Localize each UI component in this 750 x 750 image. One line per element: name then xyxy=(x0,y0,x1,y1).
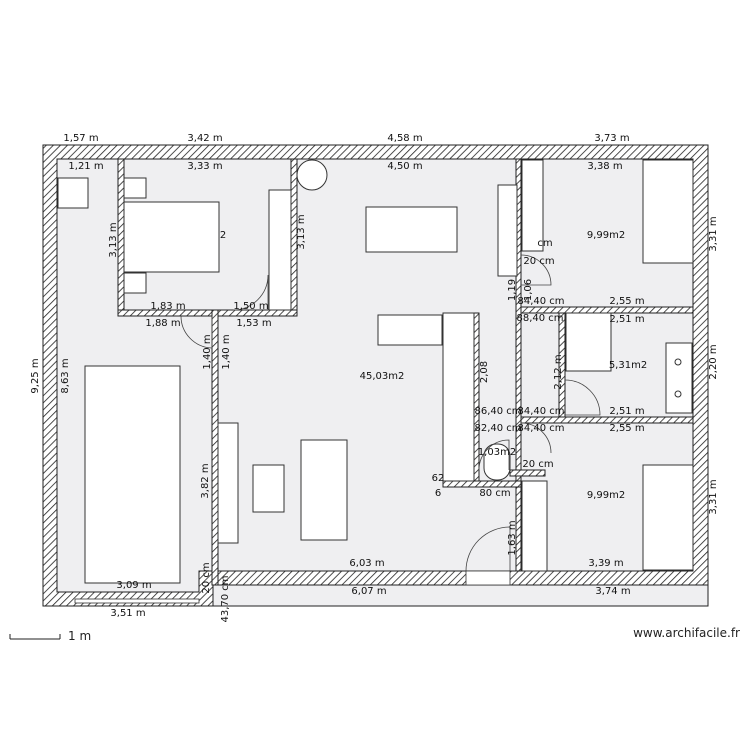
dim-bottom-1: 3,51 m xyxy=(110,608,145,619)
dim-bath-top-inner: 2,51 m xyxy=(609,314,644,325)
dim-corr-a: 1,19 xyxy=(507,279,518,301)
nightstand-1 xyxy=(123,177,147,199)
dim-bed3-bottom: 3,39 m xyxy=(588,558,623,569)
dim-corr-h: 1,63 m xyxy=(507,520,518,555)
washbasin xyxy=(565,312,612,372)
nightstand-2 xyxy=(123,272,147,294)
dim-bed2-right: 3,31 m xyxy=(708,216,719,251)
dim-bath-bottom-inner: 2,51 m xyxy=(609,406,644,417)
toilet xyxy=(483,443,511,481)
wardrobe-1 xyxy=(268,189,292,311)
dim-bath-top: 2,55 m xyxy=(609,296,644,307)
site-credit: www.archifacile.fr xyxy=(633,626,740,640)
dim-bath-door-b: 88,40 cm xyxy=(516,313,563,324)
furniture xyxy=(57,159,694,584)
interior-walls xyxy=(117,158,694,586)
dim-bottom-2: 43,70 cm xyxy=(220,575,231,622)
dim-bed1-top: 3,33 m xyxy=(187,161,222,172)
area-living: 45,03m2 xyxy=(360,371,405,382)
dim-corr-g: 20 cm xyxy=(522,459,553,470)
dim-corr-e: 86,40 cm xyxy=(474,406,521,417)
dim-wc-a: 62 xyxy=(432,473,445,484)
dim-living-wall: 3,82 m xyxy=(200,463,211,498)
dim-corr-c: 1,06 xyxy=(523,279,534,301)
bed-2 xyxy=(642,159,694,264)
dim-corr-b: 20 cm xyxy=(523,256,554,267)
kitchen-counter xyxy=(442,312,475,482)
coffee-table xyxy=(252,464,285,513)
dim-wc-c: 80 cm xyxy=(479,488,510,499)
dim-bath-left: 2,12 m xyxy=(553,354,564,389)
dim-corr-d: 2,08 xyxy=(479,361,490,383)
dim-hall-v1: 1,40 m xyxy=(202,334,213,369)
dim-hall-a: 1,88 m xyxy=(145,318,180,329)
dim-bed1-bottom-a: 1,83 m xyxy=(150,301,185,312)
dim-hall-b: 1,53 m xyxy=(236,318,271,329)
dim-closet-label: cm xyxy=(537,238,552,249)
dim-living-top: 4,50 m xyxy=(387,161,422,172)
room-areas: 2 45,03m2 9,99m2 5,31m2 9,99m2 1,03m2 xyxy=(220,230,647,501)
dim-wc-b: 6 xyxy=(435,488,441,499)
sofa xyxy=(217,422,239,544)
table xyxy=(365,206,458,253)
dim-top-4: 3,73 m xyxy=(594,133,629,144)
kitchen-block xyxy=(377,314,443,346)
wardrobe-2 xyxy=(497,184,518,277)
dim-bed1-left: 3,13 m xyxy=(108,222,119,257)
area-wc: 1,03m2 xyxy=(478,447,516,458)
dim-garage-door-gap: 20 cm xyxy=(201,562,212,593)
dim-corr-f: 82,40 cm xyxy=(474,423,521,434)
exterior-dimensions: 1,57 m 3,42 m 4,58 m 3,73 m 3,51 m 6,07 … xyxy=(30,133,631,623)
dim-top-2: 3,42 m xyxy=(187,133,222,144)
closet-2 xyxy=(521,159,544,252)
dim-bed1-right: 3,13 m xyxy=(296,214,307,249)
dim-top-3: 4,58 m xyxy=(387,133,422,144)
scale-bar: 1 m xyxy=(9,629,91,643)
interior-dimensions: 1,21 m 3,33 m 4,50 m 3,38 m 3,13 m 3,13 … xyxy=(60,161,719,594)
dim-bath-bottom: 2,55 m xyxy=(609,423,644,434)
scale-label: 1 m xyxy=(68,629,91,643)
area-bed3: 9,99m2 xyxy=(587,490,625,501)
dim-bed2-top: 3,38 m xyxy=(587,161,622,172)
area-bed1: 2 xyxy=(220,230,226,241)
dim-garage-bottom: 3,09 m xyxy=(116,580,151,591)
dim-bottom-4: 3,74 m xyxy=(595,586,630,597)
area-bath: 5,31m2 xyxy=(609,360,647,371)
doors xyxy=(74,254,601,604)
dim-living-bottom: 6,03 m xyxy=(349,558,384,569)
dim-bath-door-d: 84,40 cm xyxy=(517,423,564,434)
area-bed2: 9,99m2 xyxy=(587,230,625,241)
dining-table xyxy=(300,439,348,541)
bed-3 xyxy=(642,464,694,571)
dim-garage-height: 8,63 m xyxy=(60,358,71,393)
dim-garage-top: 1,21 m xyxy=(68,161,103,172)
dim-bath-right: 2,20 m xyxy=(708,344,719,379)
dim-left: 9,25 m xyxy=(30,358,41,393)
dim-hall-v2: 1,40 m xyxy=(221,334,232,369)
bed-1 xyxy=(123,201,220,273)
dim-bottom-3: 6,07 m xyxy=(351,586,386,597)
dim-bed1-bottom-b: 1,50 m xyxy=(233,301,268,312)
dim-top-1: 1,57 m xyxy=(63,133,98,144)
dim-bed3-right: 3,31 m xyxy=(708,479,719,514)
dim-bath-door-c: 84,40 cm xyxy=(517,406,564,417)
dim-bath-door-a: 84,40 cm xyxy=(517,296,564,307)
bathtub xyxy=(665,342,693,414)
garage-cabinet xyxy=(57,177,89,209)
round-fixture xyxy=(296,159,328,191)
closet-3 xyxy=(521,480,548,572)
garage-car xyxy=(84,365,181,584)
